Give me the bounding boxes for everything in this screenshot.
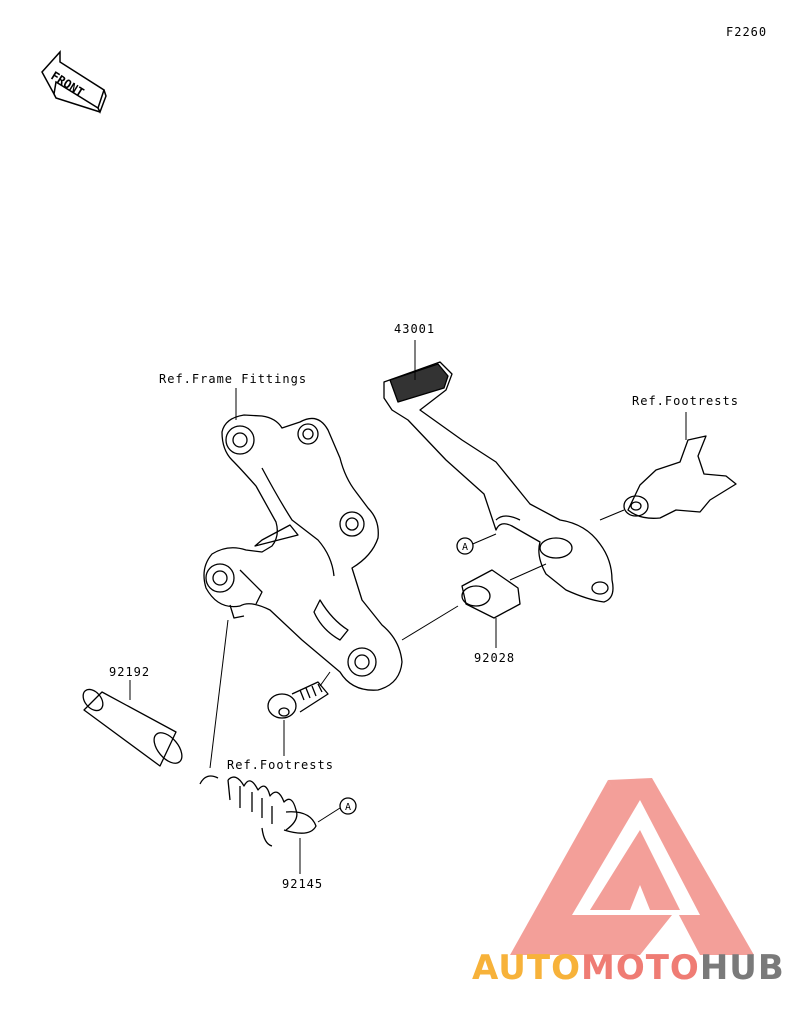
leader-lines — [129, 340, 687, 874]
part-number-92028: 92028 — [474, 651, 516, 665]
watermark-moto: MOTO — [580, 948, 700, 988]
bolt — [267, 681, 329, 719]
callout-circle-a2 — [339, 797, 357, 815]
watermark-logo — [510, 778, 754, 955]
bushing-92028 — [461, 569, 521, 619]
footrest-clevis — [623, 435, 737, 519]
spring-92145 — [199, 775, 317, 847]
sleeve-92192 — [82, 688, 183, 767]
part-number-92192: 92192 — [109, 665, 151, 679]
ref-frame-fittings: Ref.Frame Fittings — [159, 372, 308, 386]
part-number-43001: 43001 — [394, 322, 436, 336]
footrest-bracket — [203, 414, 403, 691]
watermark-text: AUTOMOTOHUB — [472, 948, 785, 988]
brake-pedal — [383, 361, 614, 603]
ref-footrests-top: Ref.Footrests — [632, 394, 739, 408]
callout-a2: A — [345, 802, 351, 813]
watermark-hub: HUB — [699, 948, 785, 988]
figure-code: F2260 — [726, 25, 768, 39]
watermark-auto: AUTO — [472, 948, 581, 988]
front-arrow-icon — [41, 50, 107, 114]
ref-footrests-bottom: Ref.Footrests — [227, 758, 334, 772]
part-number-92145: 92145 — [282, 877, 324, 891]
callout-a1: A — [462, 542, 468, 553]
callout-circle-a1 — [456, 537, 474, 555]
